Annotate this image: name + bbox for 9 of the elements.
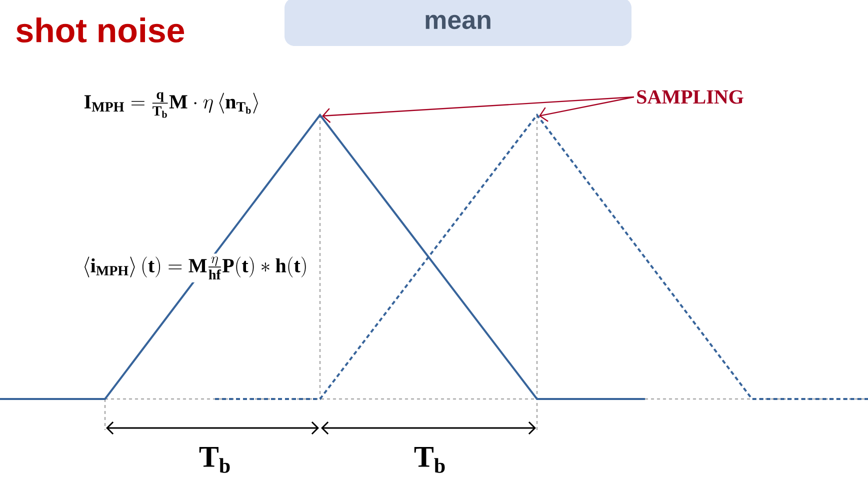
title: shot noise [16,18,184,42]
formula: $\mathbf{I}_{\mathbf{MPH}}=\frac{\mathbf{q}}{\mathbf{T}_{\mathbf{b}}}\mathbf{M}\cdot\eta\left\langle \mathbf{n}_{\mathbf{T}_{\mathbf{b}}}\right\rangle$ [80,89,264,121]
dimension-label: $\mathbf{T}_{\mathbf{b}}$ [196,444,234,476]
dimension-label: $\mathbf{T}_{\mathbf{b}}$ [410,444,450,476]
callout-label: SAMPLING [637,90,744,104]
formula: $\left\langle \mathbf{i}_{\mathbf{MPH}}\right\rangle(\mathbf{t})=\mathbf{M}\frac{\eta}{\mathbf{hf}}\mathbf{P}(\mathbf{t})*\mathbf{h}(\mathbf{t})$ [79,254,311,282]
arrow [322,96,634,123]
arrow [539,96,634,122]
heading-box: mean [284,0,632,46]
